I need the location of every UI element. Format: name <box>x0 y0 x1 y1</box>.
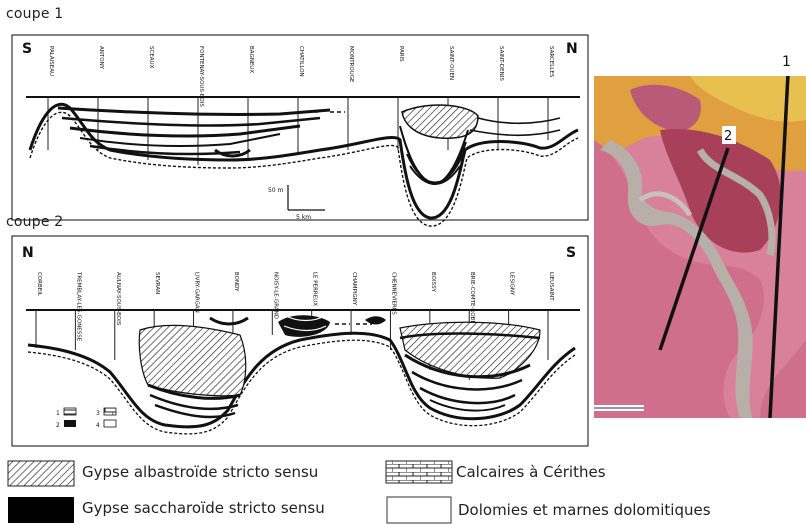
section1-well-label: ANTONY <box>98 46 104 70</box>
inset-swatch-1 <box>64 408 76 415</box>
section2-well-label: LIVRY-GARGAN <box>194 272 200 313</box>
cross-section-1: PALAISEAU ANTONY SCEAUX FONTENAY-SOUS-BOIS B… <box>12 35 588 226</box>
section1-left-end: S <box>22 41 32 57</box>
inset-label-1: 1 <box>56 410 60 417</box>
legend-label-saccharoide: Gypse saccharoïde stricto sensu <box>82 499 325 517</box>
section2-left-end: N <box>22 245 34 261</box>
inset-swatch-3 <box>104 408 116 415</box>
inset-label-4: 4 <box>96 422 100 429</box>
section1-title: coupe 1 <box>6 6 63 22</box>
section2-title: coupe 2 <box>6 214 63 230</box>
inset-swatch-2 <box>64 420 76 427</box>
section2-well-label: SEVRAN <box>154 272 160 294</box>
section1-well-label: PARIS <box>398 46 404 62</box>
legend-swatch-calcaires <box>386 461 452 483</box>
section1-well-label: SAINT-OUEN <box>448 46 454 80</box>
section1-well-label: MONTROUGE <box>348 46 354 83</box>
section2-well-label: NOISY-LE-GRAND <box>272 272 278 319</box>
section2-right-end: S <box>566 245 576 261</box>
section2-well-label: BOISSY <box>430 272 436 293</box>
legend-swatch-albastroide <box>8 461 74 486</box>
map-line-1-label: 1 <box>782 54 791 70</box>
section1-well-label: SAINT-DENIS <box>498 46 504 81</box>
section2-well-label: LE PERREUX <box>312 272 318 306</box>
section1-well-label: BAGNEUX <box>248 46 254 73</box>
section2-well-label: LESIGNY <box>509 272 515 296</box>
section1-well-label: FONTENAY-SOUS-BOIS <box>198 46 204 107</box>
section1-horizontal-scale-label: 5 km <box>296 214 311 221</box>
inset-label-3: 3 <box>96 410 100 417</box>
legend-label-albastroide: Gypse albastroïde stricto sensu <box>82 463 318 481</box>
map-line-2-label: 2 <box>724 129 732 144</box>
section2-well-label: AULNAY-SOUS-BOIS <box>115 272 121 326</box>
section1-well-label: SARCELLES <box>548 46 554 78</box>
geological-map <box>594 74 806 418</box>
section2-well-label: BONDY <box>233 272 239 292</box>
legend-label-dolomies: Dolomies et marnes dolomitiques <box>458 501 711 519</box>
section1-well-label: PALAISEAU <box>48 46 54 76</box>
cross-section-2: CORBEIL TREMBLAY-LES-GONESSE AULNAY-SOUS-B… <box>12 236 588 446</box>
section2-well-label: CHENNEVIERES <box>390 272 396 315</box>
section1-well-label: SCEAUX <box>148 46 154 69</box>
section2-well-label: LIEUSAINT <box>548 272 554 301</box>
section1-well-label: CHATILLON <box>298 46 304 77</box>
section1-right-end: N <box>566 41 578 57</box>
inset-swatch-4 <box>104 420 116 427</box>
legend-label-calcaires: Calcaires à Cérithes <box>456 463 606 481</box>
inset-label-2: 2 <box>56 422 60 429</box>
section2-well-label: CHAMPIGNY <box>351 272 357 306</box>
legend-swatch-saccharoide <box>8 497 74 523</box>
section2-well-label: TREMBLAY-LES-GONESSE <box>75 271 81 342</box>
section2-well-label: CORBEIL <box>36 272 42 297</box>
legend-swatch-dolomies <box>387 497 451 523</box>
section1-vertical-scale-label: 50 m <box>268 187 284 194</box>
